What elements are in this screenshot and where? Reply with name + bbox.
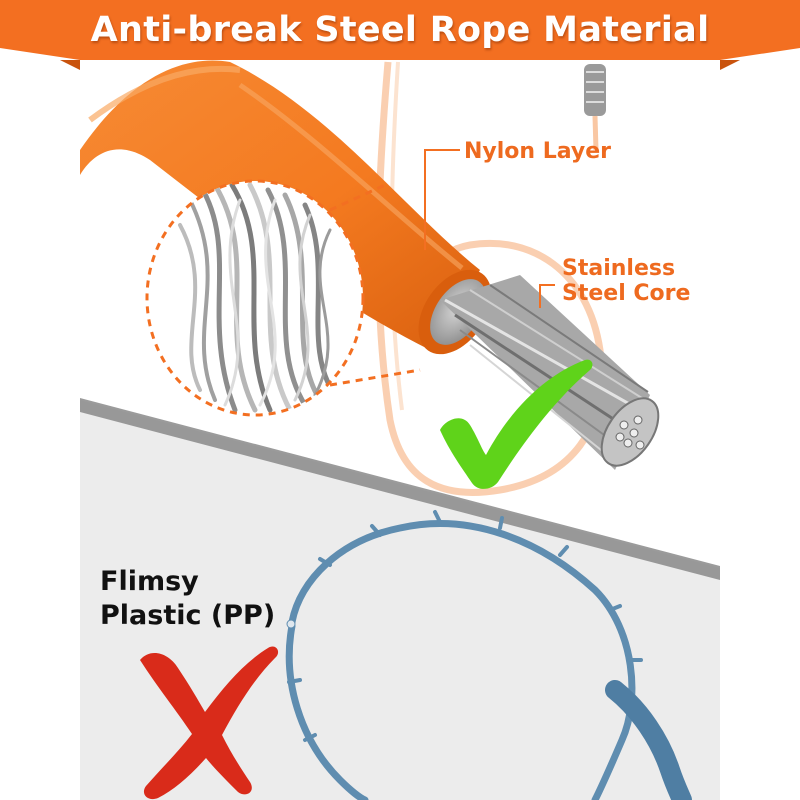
banner-background (0, 0, 800, 70)
nylon-layer-label: Nylon Layer (464, 139, 612, 164)
brush-tip-icon (584, 64, 606, 151)
title-banner: Anti-break Steel Rope Material (0, 0, 800, 60)
flimsy-plastic-label-line2: Plastic (PP) (100, 599, 276, 631)
flimsy-plastic-label-line1: Flimsy (100, 566, 199, 597)
steel-core-label-line2: Steel Core (562, 281, 691, 307)
flimsy-plastic-label: Flimsy Plastic (PP) (100, 565, 275, 633)
callout-lines (424, 149, 555, 308)
steel-core-label-line1: Stainless (562, 256, 676, 281)
x-mark-icon (140, 646, 279, 800)
plastic-snake (285, 510, 692, 800)
magnified-strands (145, 179, 421, 417)
steel-core-label: Stainless Steel Core (562, 256, 690, 307)
check-mark-icon (440, 359, 593, 489)
banner-title: Anti-break Steel Rope Material (90, 10, 710, 50)
